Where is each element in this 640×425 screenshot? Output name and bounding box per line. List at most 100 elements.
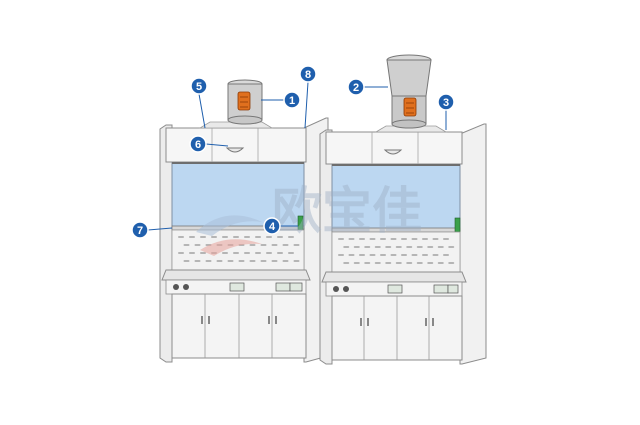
callouts: 1 2 3 4 5 6 7 xyxy=(131,65,455,239)
baffle-slot xyxy=(238,260,245,262)
baffle-slot xyxy=(277,252,283,254)
control-knob-icon xyxy=(333,286,339,292)
baffle-slot xyxy=(406,246,413,248)
baffle-slot xyxy=(293,260,300,262)
leader-line xyxy=(147,227,173,231)
baffle-slot xyxy=(432,238,439,240)
fume-hood-right xyxy=(319,54,487,365)
baffle-slot xyxy=(249,260,256,262)
baffle-slot xyxy=(406,262,413,264)
callout-7: 7 xyxy=(131,221,149,239)
svg-text:2: 2 xyxy=(353,82,359,94)
watermark-text: 欧宝佳 xyxy=(272,182,422,240)
baffle-slot xyxy=(416,246,423,248)
baffle-slot xyxy=(282,260,289,262)
baffle-slot xyxy=(401,238,407,240)
baffle-slot xyxy=(427,262,434,264)
baffle-slot xyxy=(395,246,402,248)
baffle-slot xyxy=(416,262,423,264)
baffle-slot xyxy=(189,252,195,254)
baffle-slot xyxy=(422,254,428,256)
baffle-slot xyxy=(233,236,239,238)
work-surface xyxy=(161,269,311,281)
baffle-slot xyxy=(385,246,392,248)
baffle-slot xyxy=(194,260,201,262)
callout-2: 2 xyxy=(347,78,365,96)
baffle-slots xyxy=(178,236,300,262)
baffle-slots xyxy=(338,238,455,264)
baffle-slot xyxy=(205,260,212,262)
baffle-slot xyxy=(255,252,261,254)
baffle-slot xyxy=(189,236,195,238)
baffle-slot xyxy=(277,236,283,238)
baffle-slot xyxy=(255,236,261,238)
baffle-slot xyxy=(369,254,376,256)
baffle-slot xyxy=(227,260,234,262)
top-lamp xyxy=(225,147,245,153)
left-side-panel xyxy=(159,124,173,363)
svg-text:1: 1 xyxy=(289,95,295,107)
callout-1: 1 xyxy=(283,91,301,109)
baffle-slot xyxy=(260,244,267,246)
baffle-slot xyxy=(411,238,418,240)
right-side-panel xyxy=(459,123,487,365)
leader-line xyxy=(304,81,309,129)
baffle-slot xyxy=(216,260,223,262)
callout-6: 6 xyxy=(189,135,207,153)
top-panel xyxy=(325,131,463,165)
baffle-slot xyxy=(244,252,250,254)
baffle-slot xyxy=(200,252,206,254)
socket-icon xyxy=(229,282,245,292)
baffle-slot xyxy=(390,254,397,256)
svg-text:3: 3 xyxy=(443,97,449,109)
baffle-slot xyxy=(395,262,402,264)
baffle-slot xyxy=(411,254,418,256)
baffle-slot xyxy=(183,260,190,262)
fan-motor-icon xyxy=(237,91,251,111)
baffle-slot xyxy=(211,236,217,238)
baffle-slot xyxy=(271,244,278,246)
baffle-slot xyxy=(266,236,272,238)
baffle-slot xyxy=(200,236,206,238)
socket-icon xyxy=(433,284,449,294)
baffle-slot xyxy=(380,254,386,256)
baffle-slot xyxy=(338,254,344,256)
baffle-slot xyxy=(222,252,228,254)
baffle-slot xyxy=(353,246,360,248)
baffle-slot xyxy=(385,262,392,264)
callout-5: 5 xyxy=(190,77,208,95)
baffle-slot xyxy=(374,262,381,264)
leader-line xyxy=(198,93,206,129)
baffle-slot xyxy=(343,246,350,248)
baffle-slot xyxy=(390,238,397,240)
baffle-slot xyxy=(432,254,439,256)
svg-text:7: 7 xyxy=(137,225,143,237)
baffle-slot xyxy=(282,244,289,246)
baffle-slot xyxy=(293,244,300,246)
watermark-swoosh-icon xyxy=(200,239,262,256)
watermark: 欧宝佳 xyxy=(196,182,422,256)
svg-text:8: 8 xyxy=(305,69,311,81)
baffle-slot xyxy=(437,262,444,264)
sash-indicator xyxy=(454,217,461,233)
baffle-slot xyxy=(448,262,455,264)
exhaust-fan-duct xyxy=(198,79,274,129)
baffle-slot xyxy=(380,238,386,240)
socket-icon xyxy=(447,284,459,294)
exhaust-fan-duct-large xyxy=(374,54,448,133)
callout-8: 8 xyxy=(299,65,317,83)
baffle-slot xyxy=(338,238,344,240)
left-side-panel xyxy=(319,129,333,365)
socket-icon xyxy=(289,282,303,292)
watermark-swoosh-icon xyxy=(196,215,262,236)
baffle-slot xyxy=(178,252,184,254)
svg-text:4: 4 xyxy=(269,221,276,233)
baffle-slot xyxy=(427,246,434,248)
baffle-slot xyxy=(244,236,250,238)
svg-text:6: 6 xyxy=(195,139,201,151)
work-surface xyxy=(321,271,467,283)
baffle-slot xyxy=(271,260,278,262)
baffle-slot xyxy=(288,236,294,238)
baffle-slot xyxy=(194,244,201,246)
